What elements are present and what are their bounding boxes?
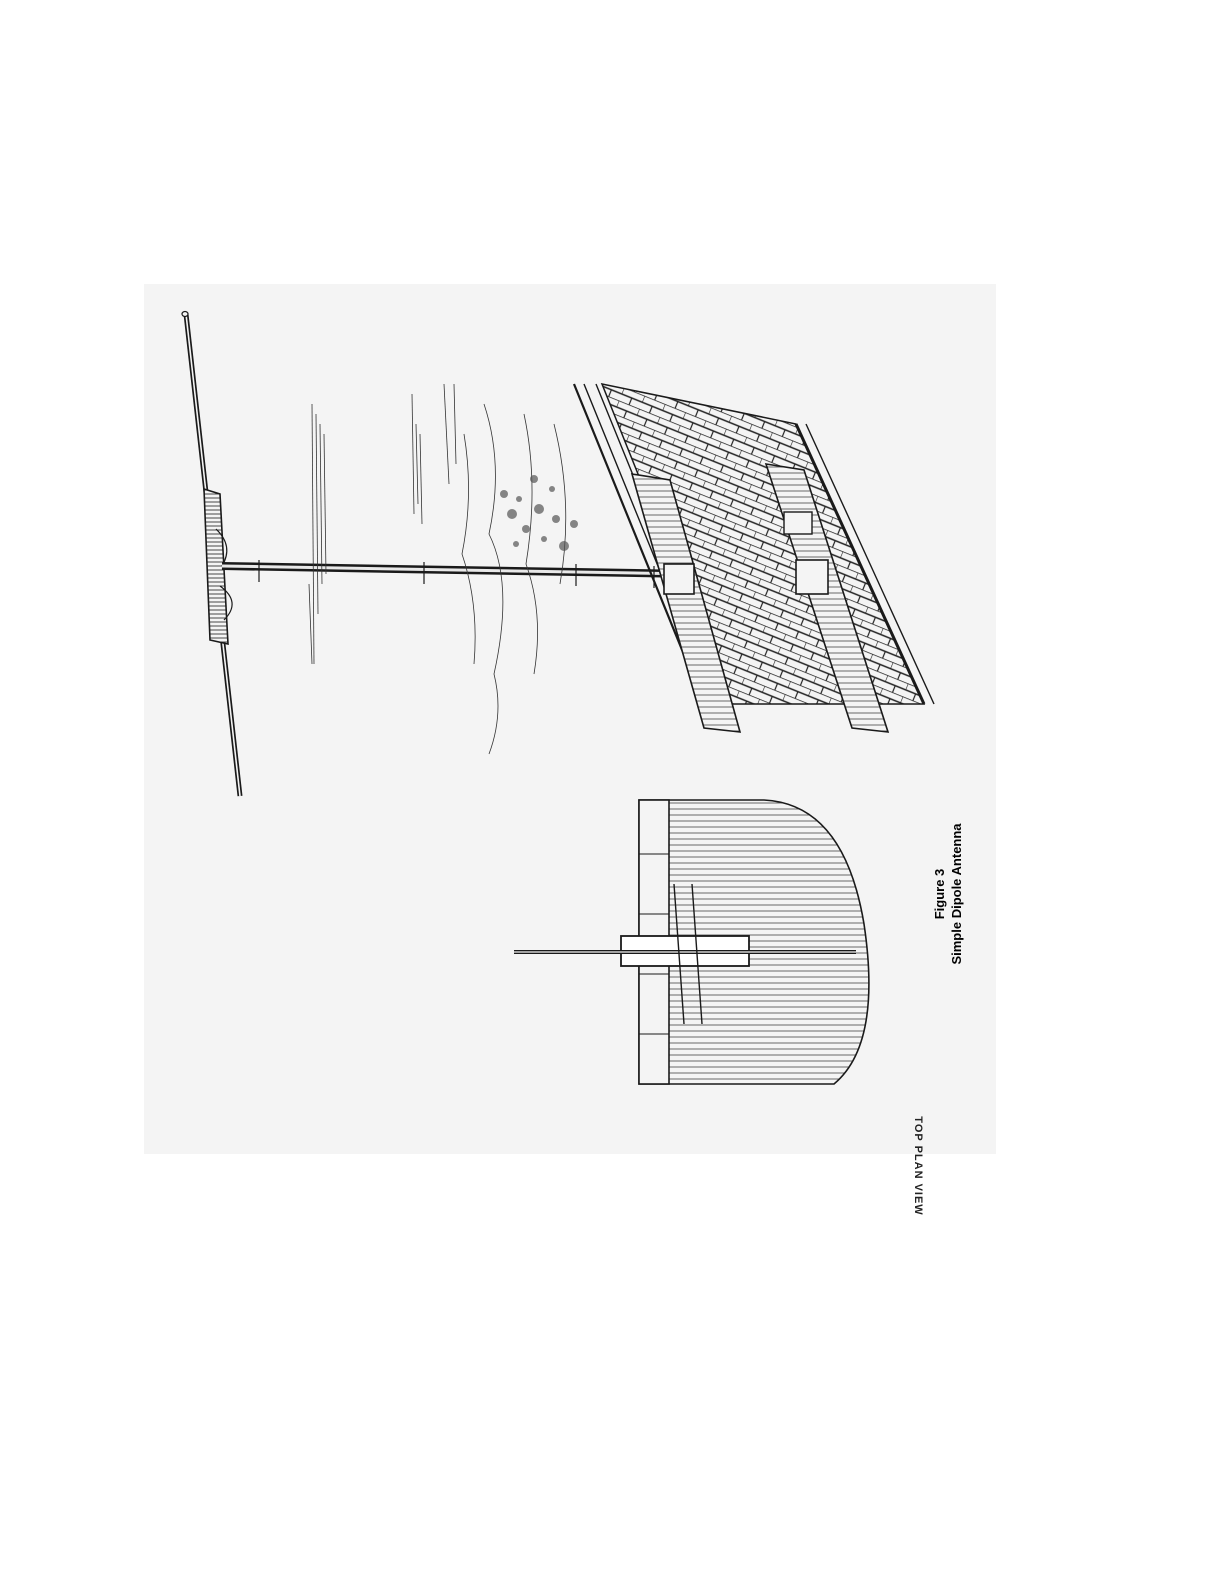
- foliage-sketch: [500, 475, 578, 551]
- plan-view-label-text: TOP PLAN VIEW: [912, 1106, 924, 1226]
- dipole-antenna-illustration: [144, 284, 996, 1154]
- shingled-roof: [602, 384, 924, 704]
- figure-title: Simple Dipole Antenna: [948, 814, 965, 974]
- figure-caption: Figure 3 Simple Dipole Antenna: [918, 814, 978, 974]
- plan-view-detail: [514, 800, 869, 1084]
- figure-number: Figure 3: [931, 814, 948, 974]
- figure-scan: TOP PLAN VIEW Figure 3 Simple Dipole Ant…: [144, 284, 996, 1154]
- plan-view-label: TOP PLAN VIEW: [901, 1106, 935, 1226]
